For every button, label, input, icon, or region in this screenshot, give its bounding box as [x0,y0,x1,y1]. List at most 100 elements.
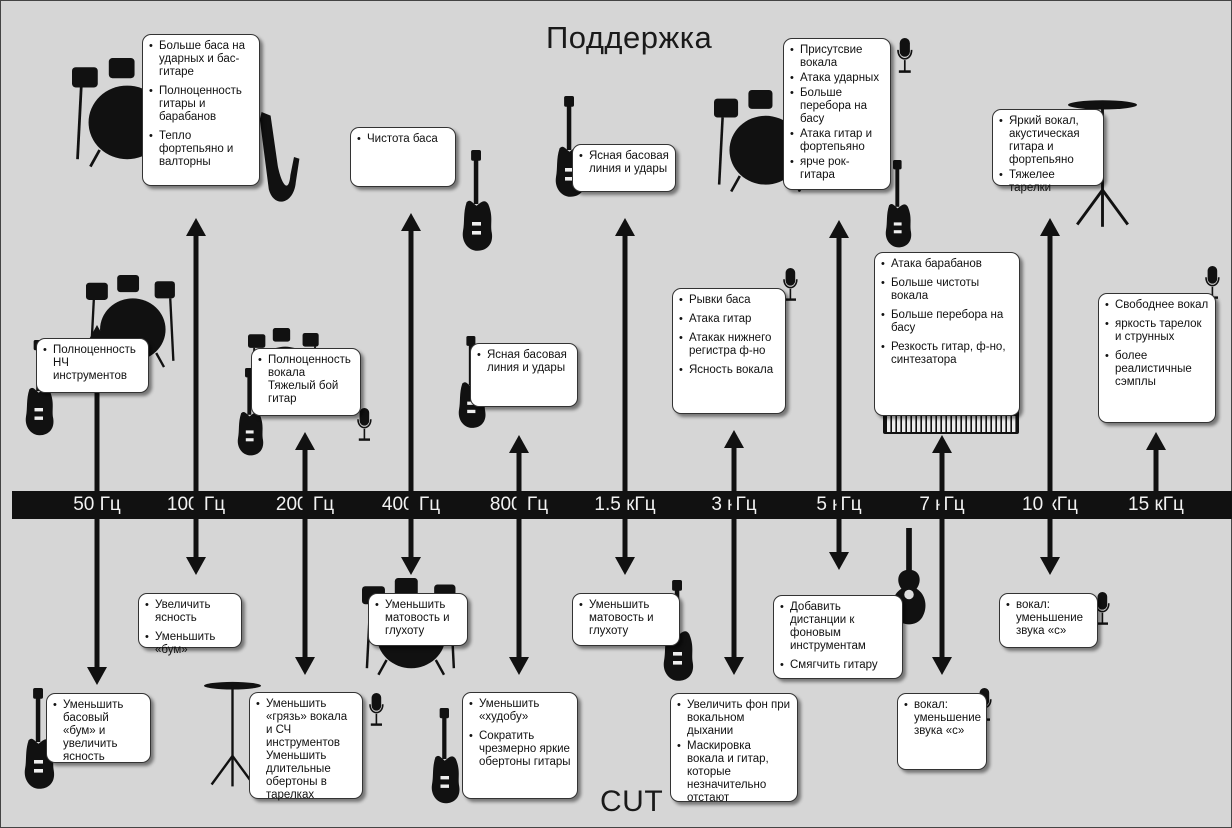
tip-item: Уменьшить «худобу» [469,698,571,724]
microphone-icon [369,693,384,726]
tip-item: вокал: уменьшение звука «с» [904,699,981,738]
tip-list: Уменьшить «грязь» вокала и СЧ инструмент… [256,698,356,802]
boost-800hz-box: Ясная басовая линия и удары [470,343,578,407]
tip-item: Резкость гитар, ф-но, синтезатора [881,341,1013,367]
cut-10khz-box: вокал: уменьшение звука «с» [999,593,1098,648]
tip-item: Ясная басовая линия и удары [579,150,669,176]
cut-50hz-box: Уменьшить басовый «бум» и увеличить ясно… [46,693,151,763]
tip-list: Полноценность вокала Тяжелый бой гитар [258,354,354,406]
boost-400hz-box: Чистота баса [350,127,456,187]
tip-item: ярче рок-гитара [790,156,884,182]
cut-800hz-box: Уменьшить «худобу» Сократить чрезмерно яр… [462,692,578,799]
frequency-arrow [401,213,421,575]
tip-item: Смягчить гитару [780,659,896,672]
bass-guitar-icon [885,160,912,248]
frequency-arrow [186,218,206,575]
frequency-arrow [295,432,315,675]
frequency-arrow [1040,218,1060,575]
tip-list: Яркий вокал, акустическая гитара и форте… [999,115,1097,195]
tip-item: Уменьшить басовый «бум» и увеличить ясно… [53,699,144,764]
boost-100hz-box: Больше баса на ударных и бас-гитареПолно… [142,34,260,186]
bass-guitar-icon [237,368,264,456]
tip-item: Атака гитар [679,313,779,326]
tip-item: яркость тарелок и струнных [1105,318,1209,344]
boost-200hz-box: Полноценность вокала Тяжелый бой гитар [251,348,361,416]
frequency-arrow [932,435,952,675]
boost-5khz-box: Присутсвие вокалаАтака ударныхБольше пер… [783,38,891,190]
boost-1-5khz-box: Ясная басовая линия и удары [572,144,676,192]
cut-5khz-box: Добавить дистанции к фоновым инструмента… [773,595,903,679]
boost-15khz-box: Свободнее вокал яркость тарелок и струнны… [1098,293,1216,423]
tip-item: более реалистичные сэмплы [1105,350,1209,389]
cut-7khz-box: вокал: уменьшение звука «с» [897,693,987,770]
tip-item: Уменьшить «грязь» вокала и СЧ инструмент… [256,698,356,802]
tip-item: Свободнее вокал [1105,299,1209,312]
tip-item: Больше перебора на басу [881,309,1013,335]
tip-item: Уменьшить «бум» [145,631,235,657]
tip-item: Увеличить фон при вокальном дыхании [677,699,791,738]
tip-item: Атака барабанов [881,258,1013,271]
microphone-icon [357,408,372,441]
tip-item: Ясная басовая линия и удары [477,349,571,375]
cut-200hz-box: Уменьшить «грязь» вокала и СЧ инструмент… [249,692,363,802]
saxophone-icon [259,112,300,202]
tip-item: Тяжелее тарелки [999,169,1097,195]
microphone-icon [783,268,798,301]
tip-list: Увеличить ясностьУменьшить «бум» [145,599,235,657]
tip-item: Больше перебора на басу [790,87,884,126]
tip-item: Больше баса на ударных и бас-гитаре [149,40,253,79]
tip-item: Атакак нижнего регистра ф-но [679,332,779,358]
boost-7khz-box: Атака барабановБольше чистоты вокалаБоль… [874,252,1020,416]
tip-item: Ясность вокала [679,364,779,377]
cut-400hz-box: Уменьшить матовость и глухоту [368,593,468,646]
tip-item: вокал: уменьшение звука «с» [1006,599,1091,638]
frequency-arrow [509,435,529,675]
frequency-arrow [1146,432,1166,492]
tip-list: Увеличить фон при вокальном дыханииМаски… [677,699,791,805]
tip-list: Атака барабановБольше чистоты вокалаБоль… [881,258,1013,367]
tip-item: Яркий вокал, акустическая гитара и форте… [999,115,1097,167]
tip-item: Уменьшить матовость и глухоту [579,599,673,638]
tip-list: Уменьшить матовость и глухоту [375,599,461,638]
tip-list: Добавить дистанции к фоновым инструмента… [780,601,896,672]
microphone-icon [897,38,913,73]
tip-item: Тепло фортепьяно и валторны [149,130,253,169]
tip-list: Присутсвие вокалаАтака ударныхБольше пер… [790,44,884,182]
frequency-bar [12,491,1232,519]
tip-item: Атака гитар и фортепьяно [790,128,884,154]
tip-item: Полноценность вокала Тяжелый бой гитар [258,354,354,406]
cut-3khz-box: Увеличить фон при вокальном дыханииМаски… [670,693,798,805]
frequency-arrow [724,430,744,675]
tip-item: Сократить чрезмерно яркие обертоны гитар… [469,730,571,769]
tip-list: Уменьшить басовый «бум» и увеличить ясно… [53,699,144,764]
cut-1-5khz-box: Уменьшить матовость и глухоту [572,593,680,646]
boost-50hz-box: Полноценность НЧ инструментов [36,338,149,393]
tip-item: Рывки баса [679,294,779,307]
tip-item: Присутсвие вокала [790,44,884,70]
tip-item: Больше чистоты вокала [881,277,1013,303]
tip-list: Свободнее вокал яркость тарелок и струнны… [1105,299,1209,389]
tip-list: Чистота баса [357,133,449,146]
tip-item: Полноценность гитары и барабанов [149,85,253,124]
tip-item: Увеличить ясность [145,599,235,625]
cut-100hz-box: Увеличить ясностьУменьшить «бум» [138,593,242,656]
tip-item: Атака ударных [790,72,884,85]
tip-list: Уменьшить матовость и глухоту [579,599,673,638]
frequency-arrow [829,220,849,570]
boost-title: Поддержка [546,20,713,55]
tip-list: Уменьшить «худобу» Сократить чрезмерно яр… [469,698,571,769]
tip-list: Ясная басовая линия и удары [477,349,571,375]
tip-list: Полноценность НЧ инструментов [43,344,142,383]
tip-item: Чистота баса [357,133,449,146]
cut-title: CUT [600,785,664,818]
tip-item: Маскировка вокала и гитар, которые незна… [677,740,791,805]
tip-list: вокал: уменьшение звука «с» [904,699,981,738]
tip-list: Больше баса на ударных и бас-гитареПолно… [149,40,253,169]
boost-3khz-box: Рывки басаАтака гитарАтакак нижнего реги… [672,288,786,414]
frequency-label: 15 кГц [1128,494,1184,515]
tip-list: Рывки басаАтака гитарАтакак нижнего реги… [679,294,779,377]
tip-list: вокал: уменьшение звука «с» [1006,599,1091,638]
boost-10khz-box: Яркий вокал, акустическая гитара и форте… [992,109,1104,194]
